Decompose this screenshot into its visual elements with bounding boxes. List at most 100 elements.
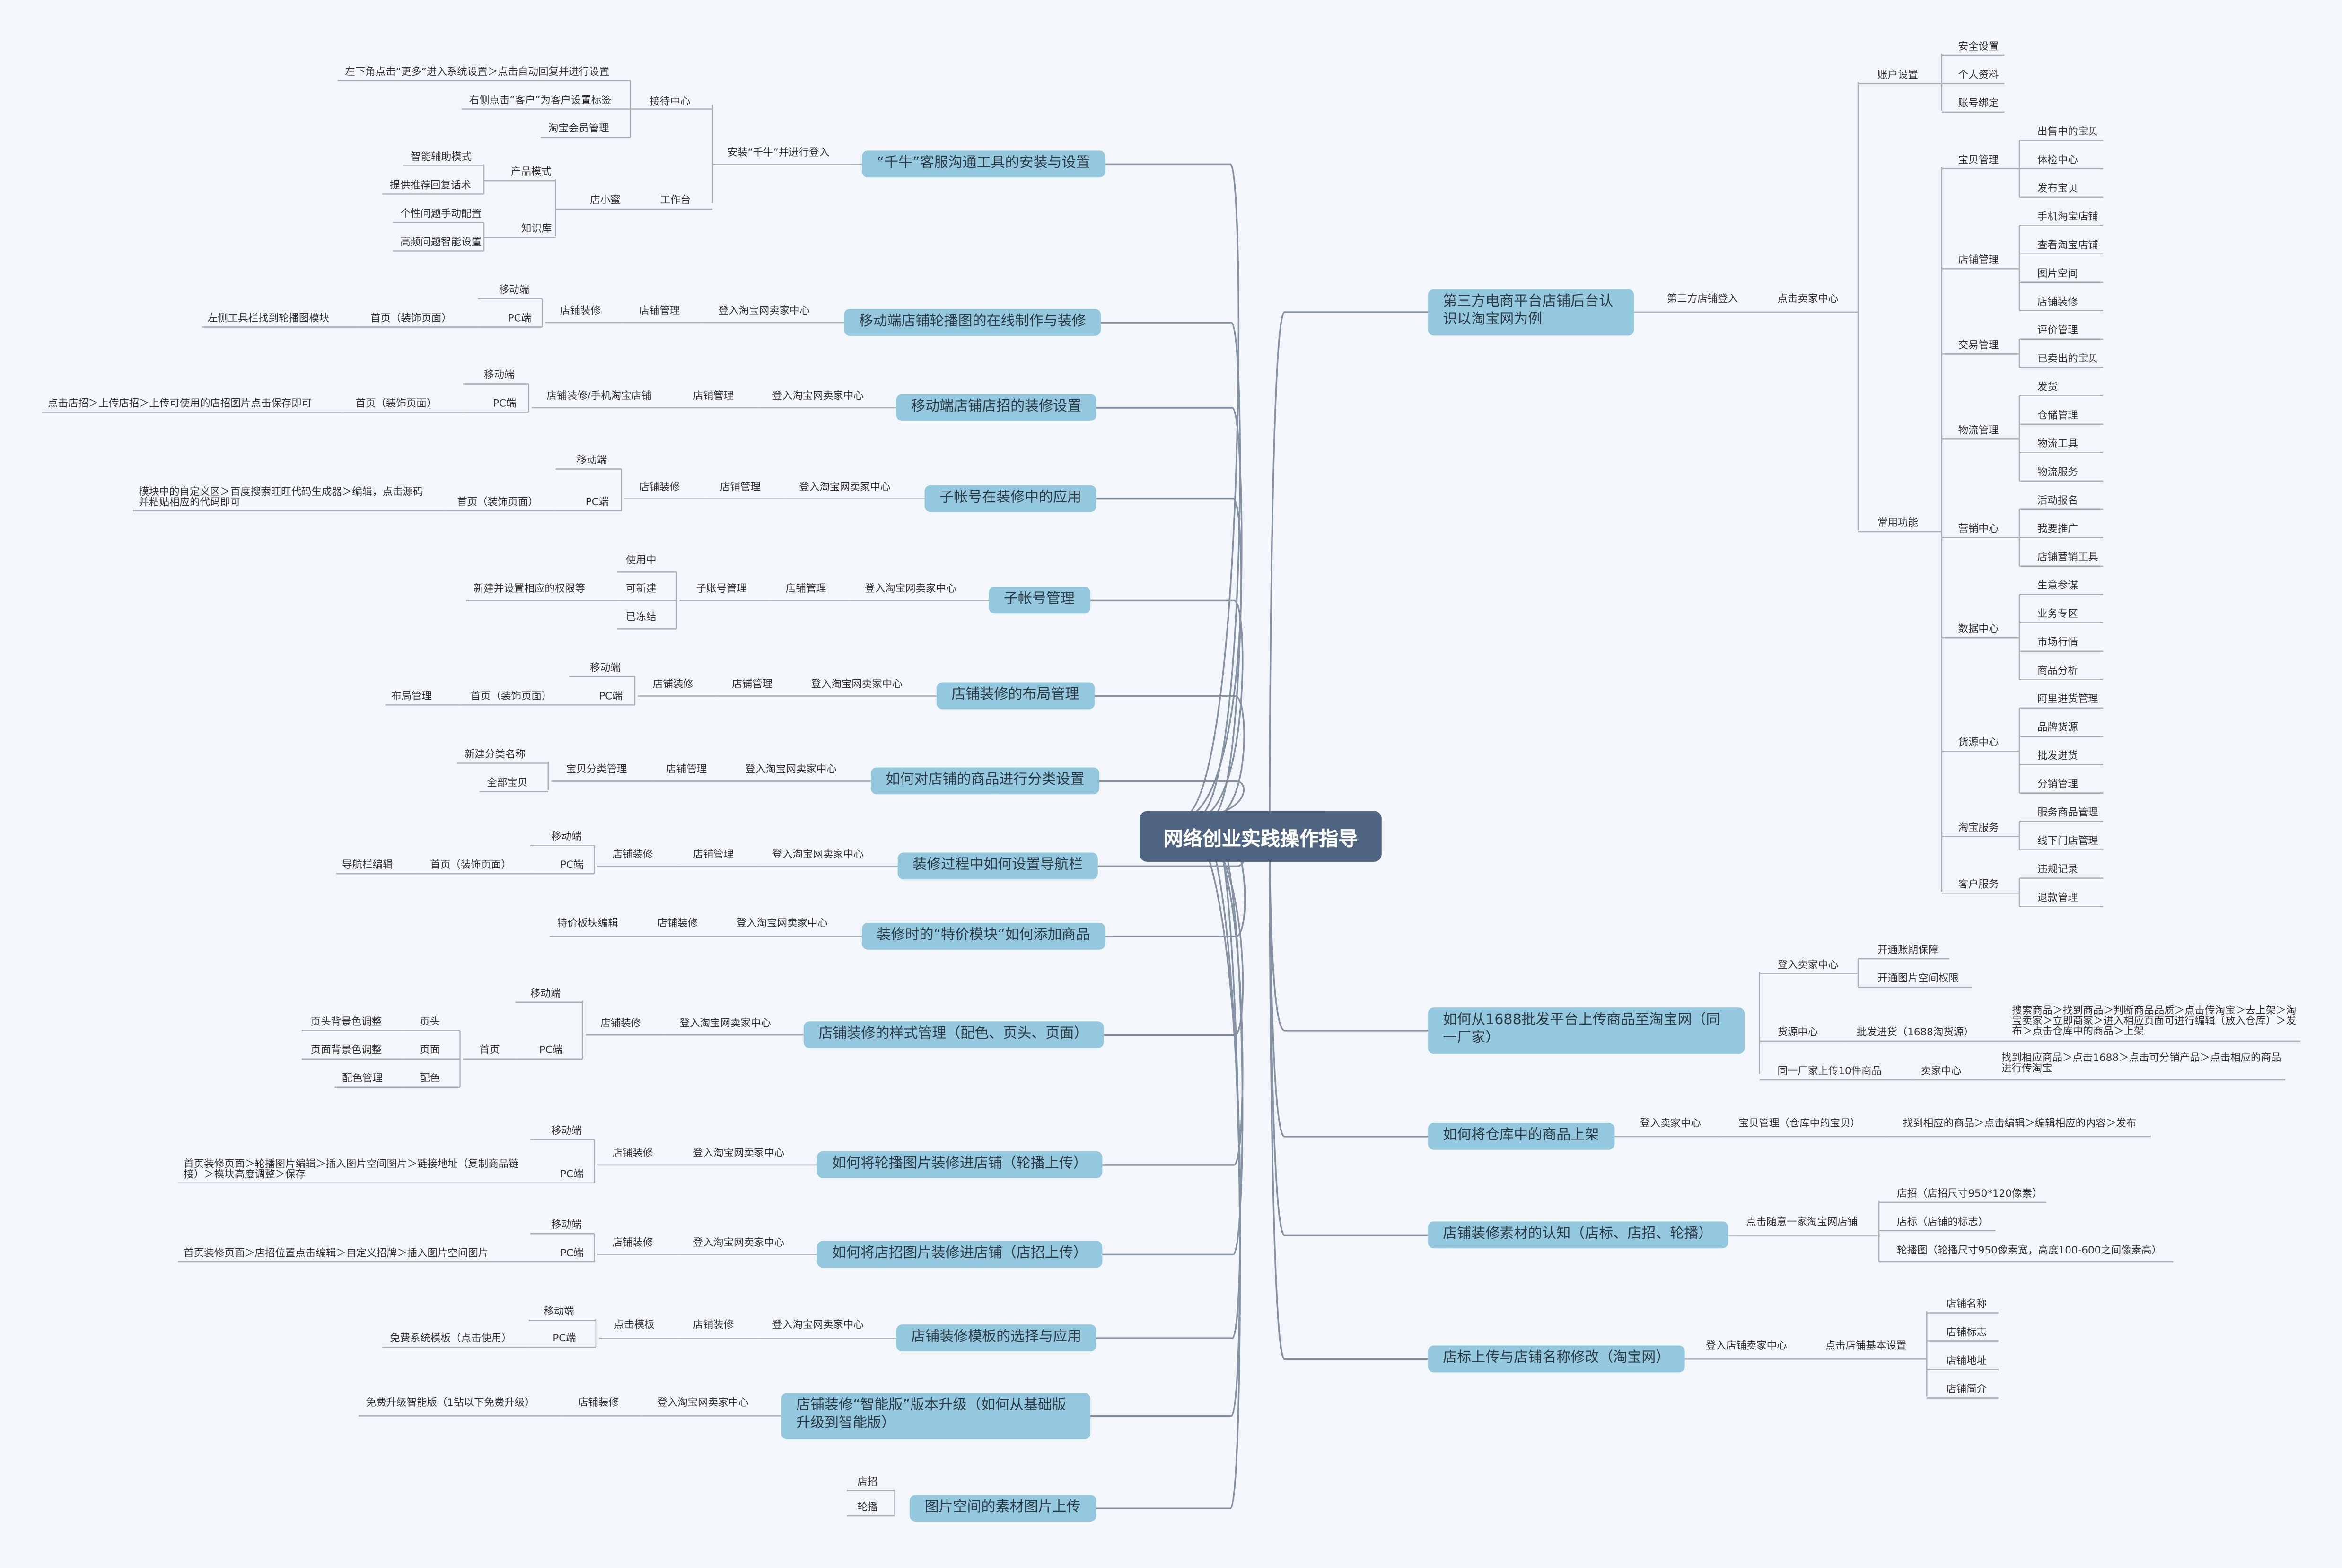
node-label: 安装“千牛”并进行登入 [727,147,830,159]
node-label: 物流管理 [1958,424,1999,437]
node-label: PC端 [508,312,532,324]
node-label: 发货 [2037,381,2058,394]
node-label: 新建分类名称 [465,748,526,761]
node-label: 业务专区 [2037,608,2078,621]
node-label: 点击模板 [614,1319,655,1331]
topic-node[interactable]: 店铺装修“智能版”版本升级（如何从基础版升级到智能版） [781,1393,1091,1439]
node-label: 页头背景色调整 [310,1016,382,1028]
node-label: 高频问题智能设置 [400,236,482,248]
node-label: 登入卖家中心 [1640,1117,1701,1130]
main-branch-line [1269,311,1428,837]
main-branch-line [1090,407,1243,820]
topic-node[interactable]: “千牛”客服沟通工具的安装与设置 [861,150,1105,178]
topic-node[interactable]: 子帐号管理 [989,587,1090,614]
node-label: 可新建 [626,583,657,595]
central-topic[interactable]: 网络创业实践操作指导 [1140,811,1382,862]
node-label: 店铺管理 [693,849,734,861]
node-label: 页头 [420,1016,440,1028]
node-label: 商品分析 [2037,665,2078,677]
node-label: 登入淘宝网卖家中心 [865,583,956,595]
node-label: 子账号管理 [696,583,747,595]
node-label: 店铺管理 [732,678,773,691]
node-label: 移动端 [551,831,582,843]
node-label: 宝贝管理 [1958,154,1999,166]
node-label: 登入卖家中心 [1777,959,1839,972]
node-label: 店铺标志 [1946,1326,1987,1339]
node-label: 登入淘宝网卖家中心 [772,1319,864,1331]
topic-node[interactable]: 移动端店铺店招的装修设置 [896,394,1096,421]
node-label: 分销管理 [2037,778,2078,791]
node-label: 已冻结 [626,611,657,623]
node-label: 找到相应的商品＞点击编辑＞编辑相应的内容＞发布 [1903,1117,2137,1130]
node-label: 页面背景色调整 [310,1044,382,1057]
node-label: 物流工具 [2037,438,2078,450]
node-label: 卖家中心 [1921,1065,1962,1077]
main-branch-line [1090,817,1241,1339]
node-label: 货源中心 [1777,1026,1818,1039]
node-label: PC端 [560,859,584,871]
topic-node[interactable]: 店铺装修模板的选择与应用 [896,1324,1096,1352]
node-label: 阿里进货管理 [2037,693,2098,706]
node-label: 客户服务 [1958,878,1999,891]
topic-node[interactable]: 店铺装修的布局管理 [936,682,1094,710]
topic-node[interactable]: 如何将仓库中的商品上架 [1428,1122,1614,1150]
main-branch-line [1269,836,1428,1138]
node-label: 移动端 [576,454,607,466]
node-label: 移动端 [551,1125,582,1137]
node-label: 首页（装饰页面） [370,312,452,324]
node-label: 首页（装饰页面） [457,496,538,508]
node-label: 移动端 [544,1305,574,1318]
node-label: 店铺管理 [785,583,826,595]
node-label: 轮播 [857,1501,878,1514]
main-branch-line [1090,817,1241,1417]
node-label: 登入店铺卖家中心 [1705,1340,1787,1352]
topic-node[interactable]: 图片空间的素材图片上传 [909,1495,1096,1523]
node-label: 新建并设置相应的权限等 [473,583,586,595]
node-label: 店铺装修 [2037,296,2078,308]
node-label: 同一厂家上传10件商品 [1777,1065,1882,1077]
node-label: PC端 [560,1168,584,1181]
node-label: 配色管理 [342,1072,383,1085]
node-label: 提供推荐回复话术 [390,179,471,192]
node-label: 布局管理 [391,690,432,702]
main-branch-line [1269,836,1428,1032]
node-label: 首页（装饰页面） [470,690,552,702]
topic-node[interactable]: 移动端店铺轮播图的在线制作与装修 [844,309,1101,337]
node-label: 批发进货（1688淘货源） [1856,1026,1974,1039]
node-label: 店铺装修/手机淘宝店铺 [546,390,652,403]
topic-node[interactable]: 店铺装修的样式管理（配色、页头、页面） [803,1021,1103,1049]
node-label: PC端 [539,1044,563,1057]
node-label: 左侧工具栏找到轮播图模块 [207,312,330,324]
topic-node[interactable]: 子帐号在装修中的应用 [924,485,1096,513]
node-label: 货源中心 [1958,736,1999,749]
topic-node[interactable]: 装修时的“特价模块”如何添加商品 [861,922,1105,950]
node-label: 登入淘宝网卖家中心 [736,917,828,929]
topic-node[interactable]: 店标上传与店铺名称修改（淘宝网） [1428,1345,1685,1373]
node-label: PC端 [553,1332,576,1345]
topic-node[interactable]: 如何将店招图片装修进店铺（店招上传） [817,1241,1103,1269]
node-label: 点击随意一家淘宝网店铺 [1746,1216,1858,1228]
node-label: 开通账期保障 [1877,944,1939,956]
topic-node[interactable]: 如何对店铺的商品进行分类设置 [870,767,1100,795]
node-label: 第三方店铺登入 [1667,293,1738,305]
topic-node[interactable]: 如何将轮播图片装修进店铺（轮播上传） [817,1151,1103,1179]
node-label: 开通图片空间权限 [1877,972,1959,985]
node-label: 登入淘宝网卖家中心 [799,481,891,493]
node-label: 店铺地址 [1946,1355,1987,1367]
node-label: 账号绑定 [1958,97,1999,110]
node-label: 登入淘宝网卖家中心 [693,1237,785,1249]
topic-node[interactable]: 如何从1688批发平台上传商品至淘宝网（同一厂家） [1428,1007,1745,1054]
topic-node[interactable]: 第三方电商平台店铺后台认识以淘宝网为例 [1428,289,1634,335]
node-label: 智能辅助模式 [411,151,472,163]
main-branch-line [1090,498,1242,820]
node-label: 点击店招＞上传店招＞上传可使用的店招图片点击保存即可 [48,397,312,410]
node-label: 线下门店管理 [2037,835,2098,848]
node-label: 店铺简介 [1946,1383,1987,1395]
node-label: 店铺装修 [693,1319,734,1331]
topic-node[interactable]: 装修过程中如何设置导航栏 [897,852,1098,880]
topic-node[interactable]: 店铺装修素材的认知（店标、店招、轮播） [1428,1221,1728,1249]
main-branch-line [1269,836,1428,1360]
node-label: 点击店铺基本设置 [1825,1340,1907,1352]
node-label: 宝贝管理（仓库中的宝贝） [1738,1117,1860,1130]
